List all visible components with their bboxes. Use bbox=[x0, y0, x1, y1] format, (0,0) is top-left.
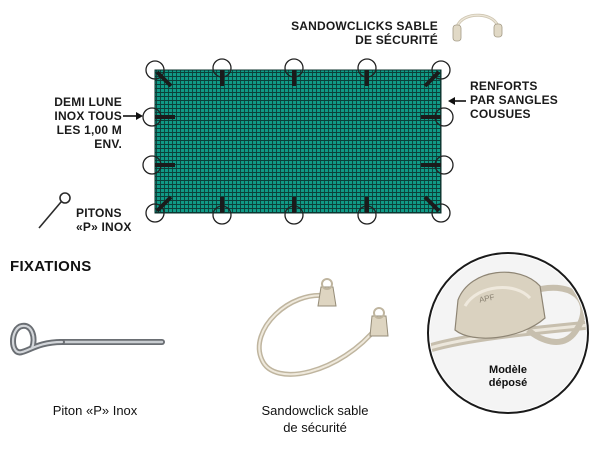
caption-sandowclick: Sandowclick sable de sécurité bbox=[240, 402, 390, 436]
ring-bl bbox=[145, 203, 165, 223]
caption-line: de sécurité bbox=[283, 420, 347, 435]
label-pitons-small: PITONS «P» INOX bbox=[76, 206, 156, 234]
pool-cover bbox=[154, 69, 442, 214]
caption-line: Modèle bbox=[489, 364, 527, 376]
label-line: DE SÉCURITÉ bbox=[355, 33, 438, 47]
label-line: «P» INOX bbox=[76, 220, 132, 234]
reinforcement-straps bbox=[155, 70, 441, 213]
label-line: COUSUES bbox=[470, 107, 531, 121]
caption-line: déposé bbox=[488, 377, 528, 389]
label-line: PITONS bbox=[76, 206, 122, 220]
label-line: ENV. bbox=[94, 137, 122, 151]
piton-large-illustration bbox=[10, 322, 165, 356]
label-line: RENFORTS bbox=[470, 79, 538, 93]
label-line: PAR SANGLES bbox=[470, 93, 558, 107]
sandowclick-large-illustration bbox=[256, 278, 389, 377]
label-renforts: RENFORTS PAR SANGLES COUSUES bbox=[470, 79, 570, 121]
arrow-renforts bbox=[448, 97, 466, 105]
label-line: INOX TOUS bbox=[54, 109, 122, 123]
label-line: LES 1,00 M bbox=[56, 123, 122, 137]
arrow-demi-lune bbox=[123, 112, 143, 120]
sandowclick-small-illustration bbox=[452, 13, 503, 42]
label-line: DEMI LUNE bbox=[54, 95, 122, 109]
caption-modele-depose: Modèle déposé bbox=[470, 364, 546, 390]
ring-tl bbox=[145, 60, 165, 80]
caption-piton: Piton «P» Inox bbox=[52, 403, 138, 418]
label-demi-lune: DEMI LUNE INOX TOUS LES 1,00 M ENV. bbox=[34, 95, 122, 151]
ring-tr bbox=[431, 60, 451, 80]
label-sandowclicks-top: SANDOWCLICKS SABLE DE SÉCURITÉ bbox=[288, 19, 438, 47]
caption-line: Sandowclick sable bbox=[261, 403, 369, 418]
inset-zoom-circle bbox=[427, 252, 589, 414]
label-line: SANDOWCLICKS SABLE bbox=[291, 19, 438, 33]
piton-small-illustration bbox=[38, 192, 71, 229]
section-heading-fixations: FIXATIONS bbox=[10, 258, 92, 275]
ring-br bbox=[431, 203, 451, 223]
